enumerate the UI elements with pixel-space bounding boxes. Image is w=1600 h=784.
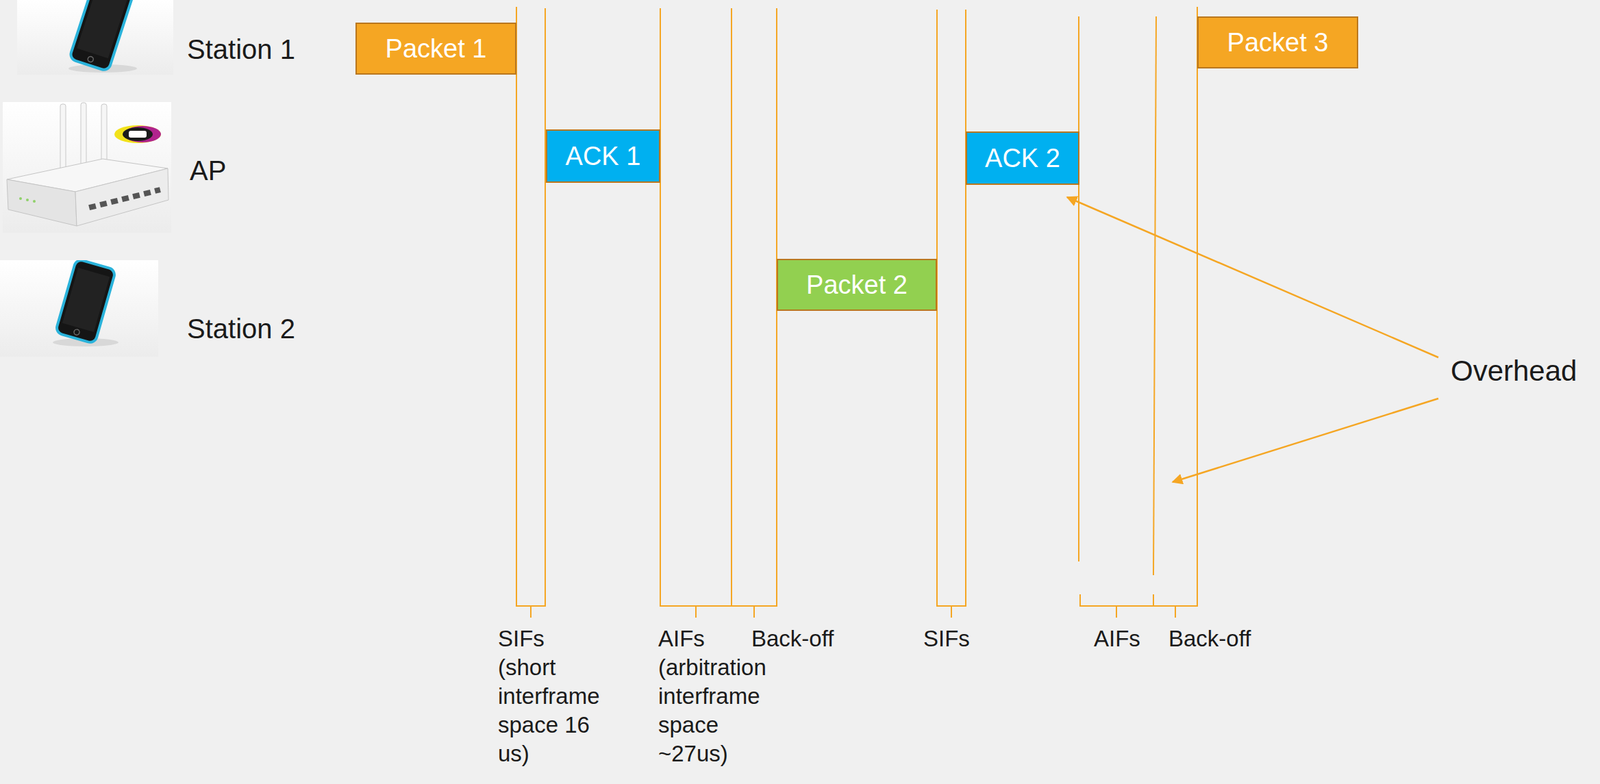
- interval-bracket: [1153, 594, 1198, 618]
- leader-arrow: [1067, 197, 1439, 358]
- phone-picture: [0, 260, 159, 357]
- router-antenna: [80, 102, 87, 170]
- phone-picture: [17, 0, 174, 75]
- interval-label: Back-off: [751, 624, 834, 654]
- interval-bracket: [1080, 594, 1154, 618]
- router-picture: [2, 102, 172, 233]
- timing-line: [659, 8, 661, 595]
- picture-tile: [2, 102, 172, 233]
- box-label: ACK 2: [984, 143, 1061, 174]
- station-name: Station 2: [186, 313, 296, 345]
- interval-label: SIFs (short interframe space 16 us): [497, 624, 605, 769]
- interval-brackets: [516, 594, 1198, 618]
- router-leds: [19, 197, 36, 203]
- station-name: Station 1: [186, 33, 296, 66]
- packet-box: Packet 3: [1197, 16, 1359, 69]
- ack-box: ACK 1: [545, 129, 661, 183]
- packet-box: Packet 1: [355, 22, 517, 75]
- timing-line: [965, 9, 967, 595]
- interval-bracket: [936, 594, 966, 618]
- leader-arrow: [1172, 398, 1439, 483]
- picture-tile: [0, 260, 159, 357]
- station-name: AP: [189, 154, 227, 187]
- box-label: ACK 1: [565, 141, 642, 172]
- timing-line: [1078, 16, 1080, 562]
- router-front: [75, 168, 169, 227]
- phone-body: [69, 0, 135, 72]
- router-antenna: [60, 104, 66, 173]
- interval-bracket: [516, 594, 546, 618]
- packet-box: Packet 2: [776, 258, 937, 311]
- timing-line: [544, 8, 546, 595]
- router-side: [6, 179, 77, 227]
- interval-bracket: [731, 594, 777, 618]
- leader-lines: [1067, 197, 1439, 483]
- callout-label: Overhead: [1450, 354, 1577, 388]
- box-label: Packet 1: [385, 33, 487, 64]
- phone-button: [86, 55, 94, 63]
- interval-label: Back-off: [1168, 624, 1251, 654]
- phone-button: [73, 328, 81, 336]
- interval-bracket: [660, 594, 732, 618]
- interval-label: AIFs: [1093, 624, 1141, 654]
- phone-screen: [62, 267, 110, 333]
- wifi-logo: [114, 125, 161, 144]
- logo-ring: [114, 125, 161, 144]
- timing-line: [1153, 16, 1157, 576]
- phone-body: [55, 260, 117, 344]
- timing-line: [515, 6, 518, 595]
- box-label: Packet 3: [1227, 27, 1329, 58]
- logo-core: [122, 127, 153, 142]
- timing-line: [1196, 6, 1198, 595]
- ack-box: ACK 2: [965, 131, 1080, 185]
- logo-badge: [128, 130, 147, 138]
- timing-lines: [516, 6, 1198, 595]
- phone-screen: [76, 0, 129, 59]
- router-ports: [88, 186, 161, 211]
- interval-label: SIFs: [923, 624, 970, 654]
- box-label: Packet 2: [806, 269, 908, 300]
- timing-line: [730, 8, 733, 595]
